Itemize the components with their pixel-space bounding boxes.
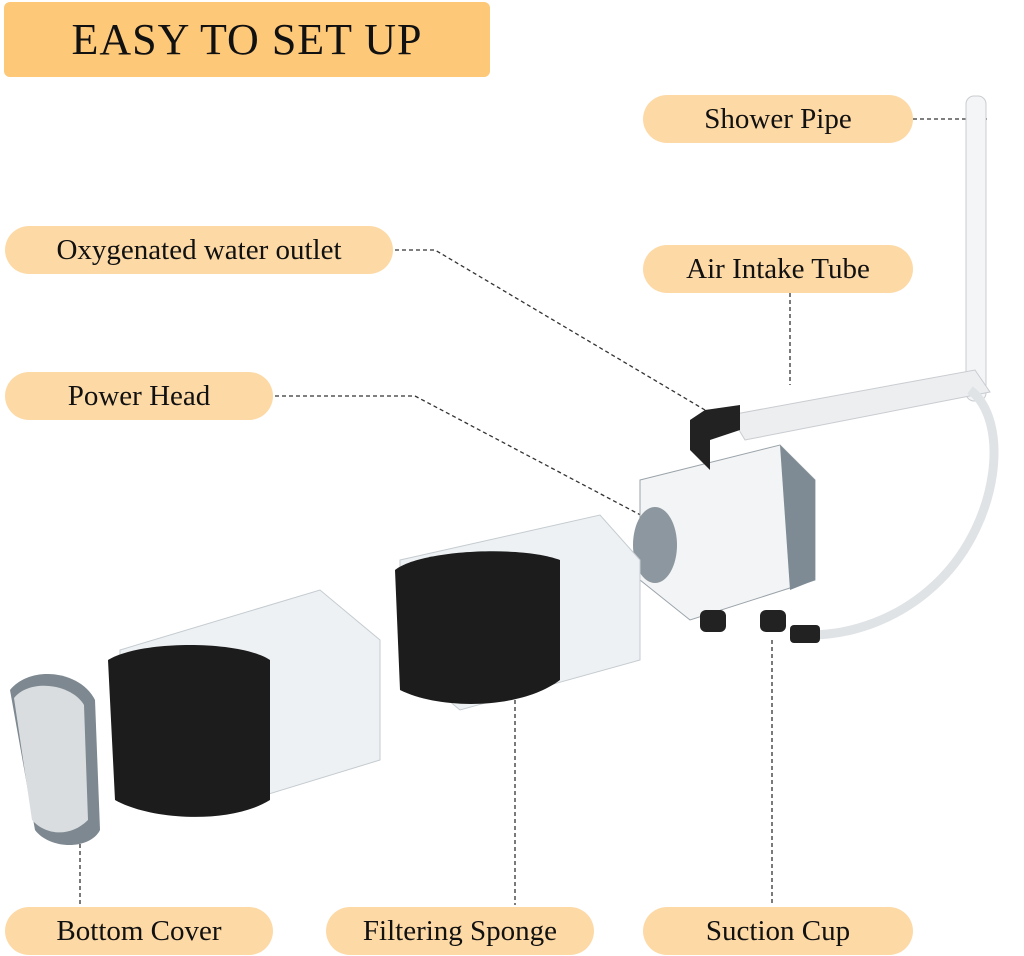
label-power-head: Power Head	[5, 372, 273, 420]
label-shower-pipe: Shower Pipe	[643, 95, 913, 143]
filter-chamber-1	[108, 589, 381, 817]
shower-pipe	[729, 95, 999, 643]
label-oxygenated-water-outlet: Oxygenated water outlet	[5, 226, 393, 274]
leader-power-head	[275, 395, 651, 521]
label-air-intake-tube: Air Intake Tube	[643, 245, 913, 293]
page-title: EASY TO SET UP	[4, 2, 490, 77]
bottom-cover	[10, 673, 100, 845]
filter-chamber-2	[395, 514, 641, 711]
label-suction-cup: Suction Cup	[643, 907, 913, 955]
label-bottom-cover: Bottom Cover	[5, 907, 273, 955]
power-head	[633, 405, 816, 632]
label-filtering-sponge: Filtering Sponge	[326, 907, 594, 955]
